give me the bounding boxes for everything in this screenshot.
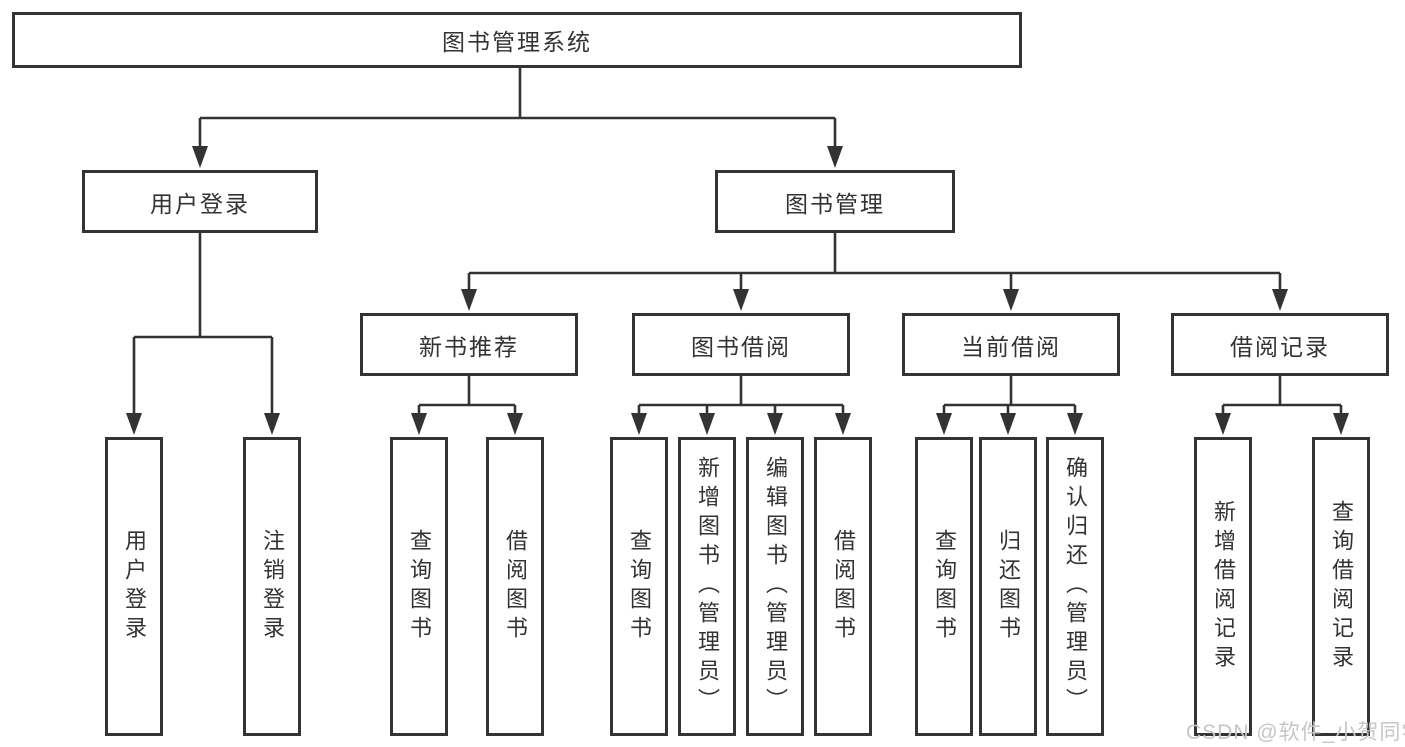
leaf-logout: 注销登录	[243, 437, 301, 736]
leaf-current-query-books-label: 查询图书	[932, 528, 957, 645]
node-current-borrow-label: 当前借阅	[961, 333, 1061, 360]
leaf-add-books-admin: 新增图书（管理员）	[678, 437, 736, 736]
leaf-add-borrow-record-label: 新增借阅记录	[1211, 499, 1236, 674]
node-borrow-records: 借阅记录	[1171, 313, 1389, 376]
leaf-add-books-admin-label: 新增图书（管理员）	[695, 456, 720, 717]
leaf-borrow-query-books-label: 查询图书	[627, 528, 652, 645]
leaf-query-borrow-record: 查询借阅记录	[1312, 437, 1370, 736]
leaf-edit-books-admin: 编辑图书（管理员）	[746, 437, 804, 736]
node-book-management: 图书管理	[715, 170, 955, 233]
leaf-return-books-label: 归还图书	[996, 528, 1021, 645]
leaf-confirm-return-admin: 确认归还（管理员）	[1046, 437, 1104, 736]
leaf-borrow-query-books: 查询图书	[610, 437, 668, 736]
arrowheads	[126, 146, 1349, 435]
leaf-recommend-borrow-books: 借阅图书	[486, 437, 544, 736]
leaf-query-borrow-record-label: 查询借阅记录	[1329, 499, 1354, 674]
node-library-system: 图书管理系统	[12, 12, 1022, 68]
leaf-borrow-books-label: 借阅图书	[831, 528, 856, 645]
node-book-borrow: 图书借阅	[632, 313, 850, 376]
leaf-add-borrow-record: 新增借阅记录	[1194, 437, 1252, 736]
node-user-login: 用户登录	[82, 170, 318, 233]
node-book-borrow-label: 图书借阅	[691, 333, 791, 360]
leaf-user-login-label: 用户登录	[122, 528, 147, 645]
leaf-return-books: 归还图书	[979, 437, 1037, 736]
node-borrow-records-label: 借阅记录	[1230, 333, 1330, 360]
leaf-recommend-borrow-books-label: 借阅图书	[503, 528, 528, 645]
leaf-borrow-books: 借阅图书	[814, 437, 872, 736]
leaf-recommend-query-books: 查询图书	[390, 437, 448, 736]
node-book-management-label: 图书管理	[785, 190, 885, 217]
node-new-book-recommend-label: 新书推荐	[419, 333, 519, 360]
leaf-user-login: 用户登录	[105, 437, 163, 736]
csdn-watermark: CSDN @软件_小贺同学	[1186, 721, 1405, 744]
leaf-recommend-query-books-label: 查询图书	[407, 528, 432, 645]
leaf-confirm-return-admin-label: 确认归还（管理员）	[1063, 456, 1088, 717]
node-current-borrow: 当前借阅	[902, 313, 1120, 376]
node-library-system-label: 图书管理系统	[442, 29, 592, 55]
leaf-edit-books-admin-label: 编辑图书（管理员）	[763, 456, 788, 717]
node-new-book-recommend: 新书推荐	[360, 313, 578, 376]
node-user-login-label: 用户登录	[150, 190, 250, 217]
connector-paths	[132, 68, 1343, 418]
leaf-current-query-books: 查询图书	[915, 437, 973, 736]
leaf-logout-label: 注销登录	[260, 528, 285, 645]
